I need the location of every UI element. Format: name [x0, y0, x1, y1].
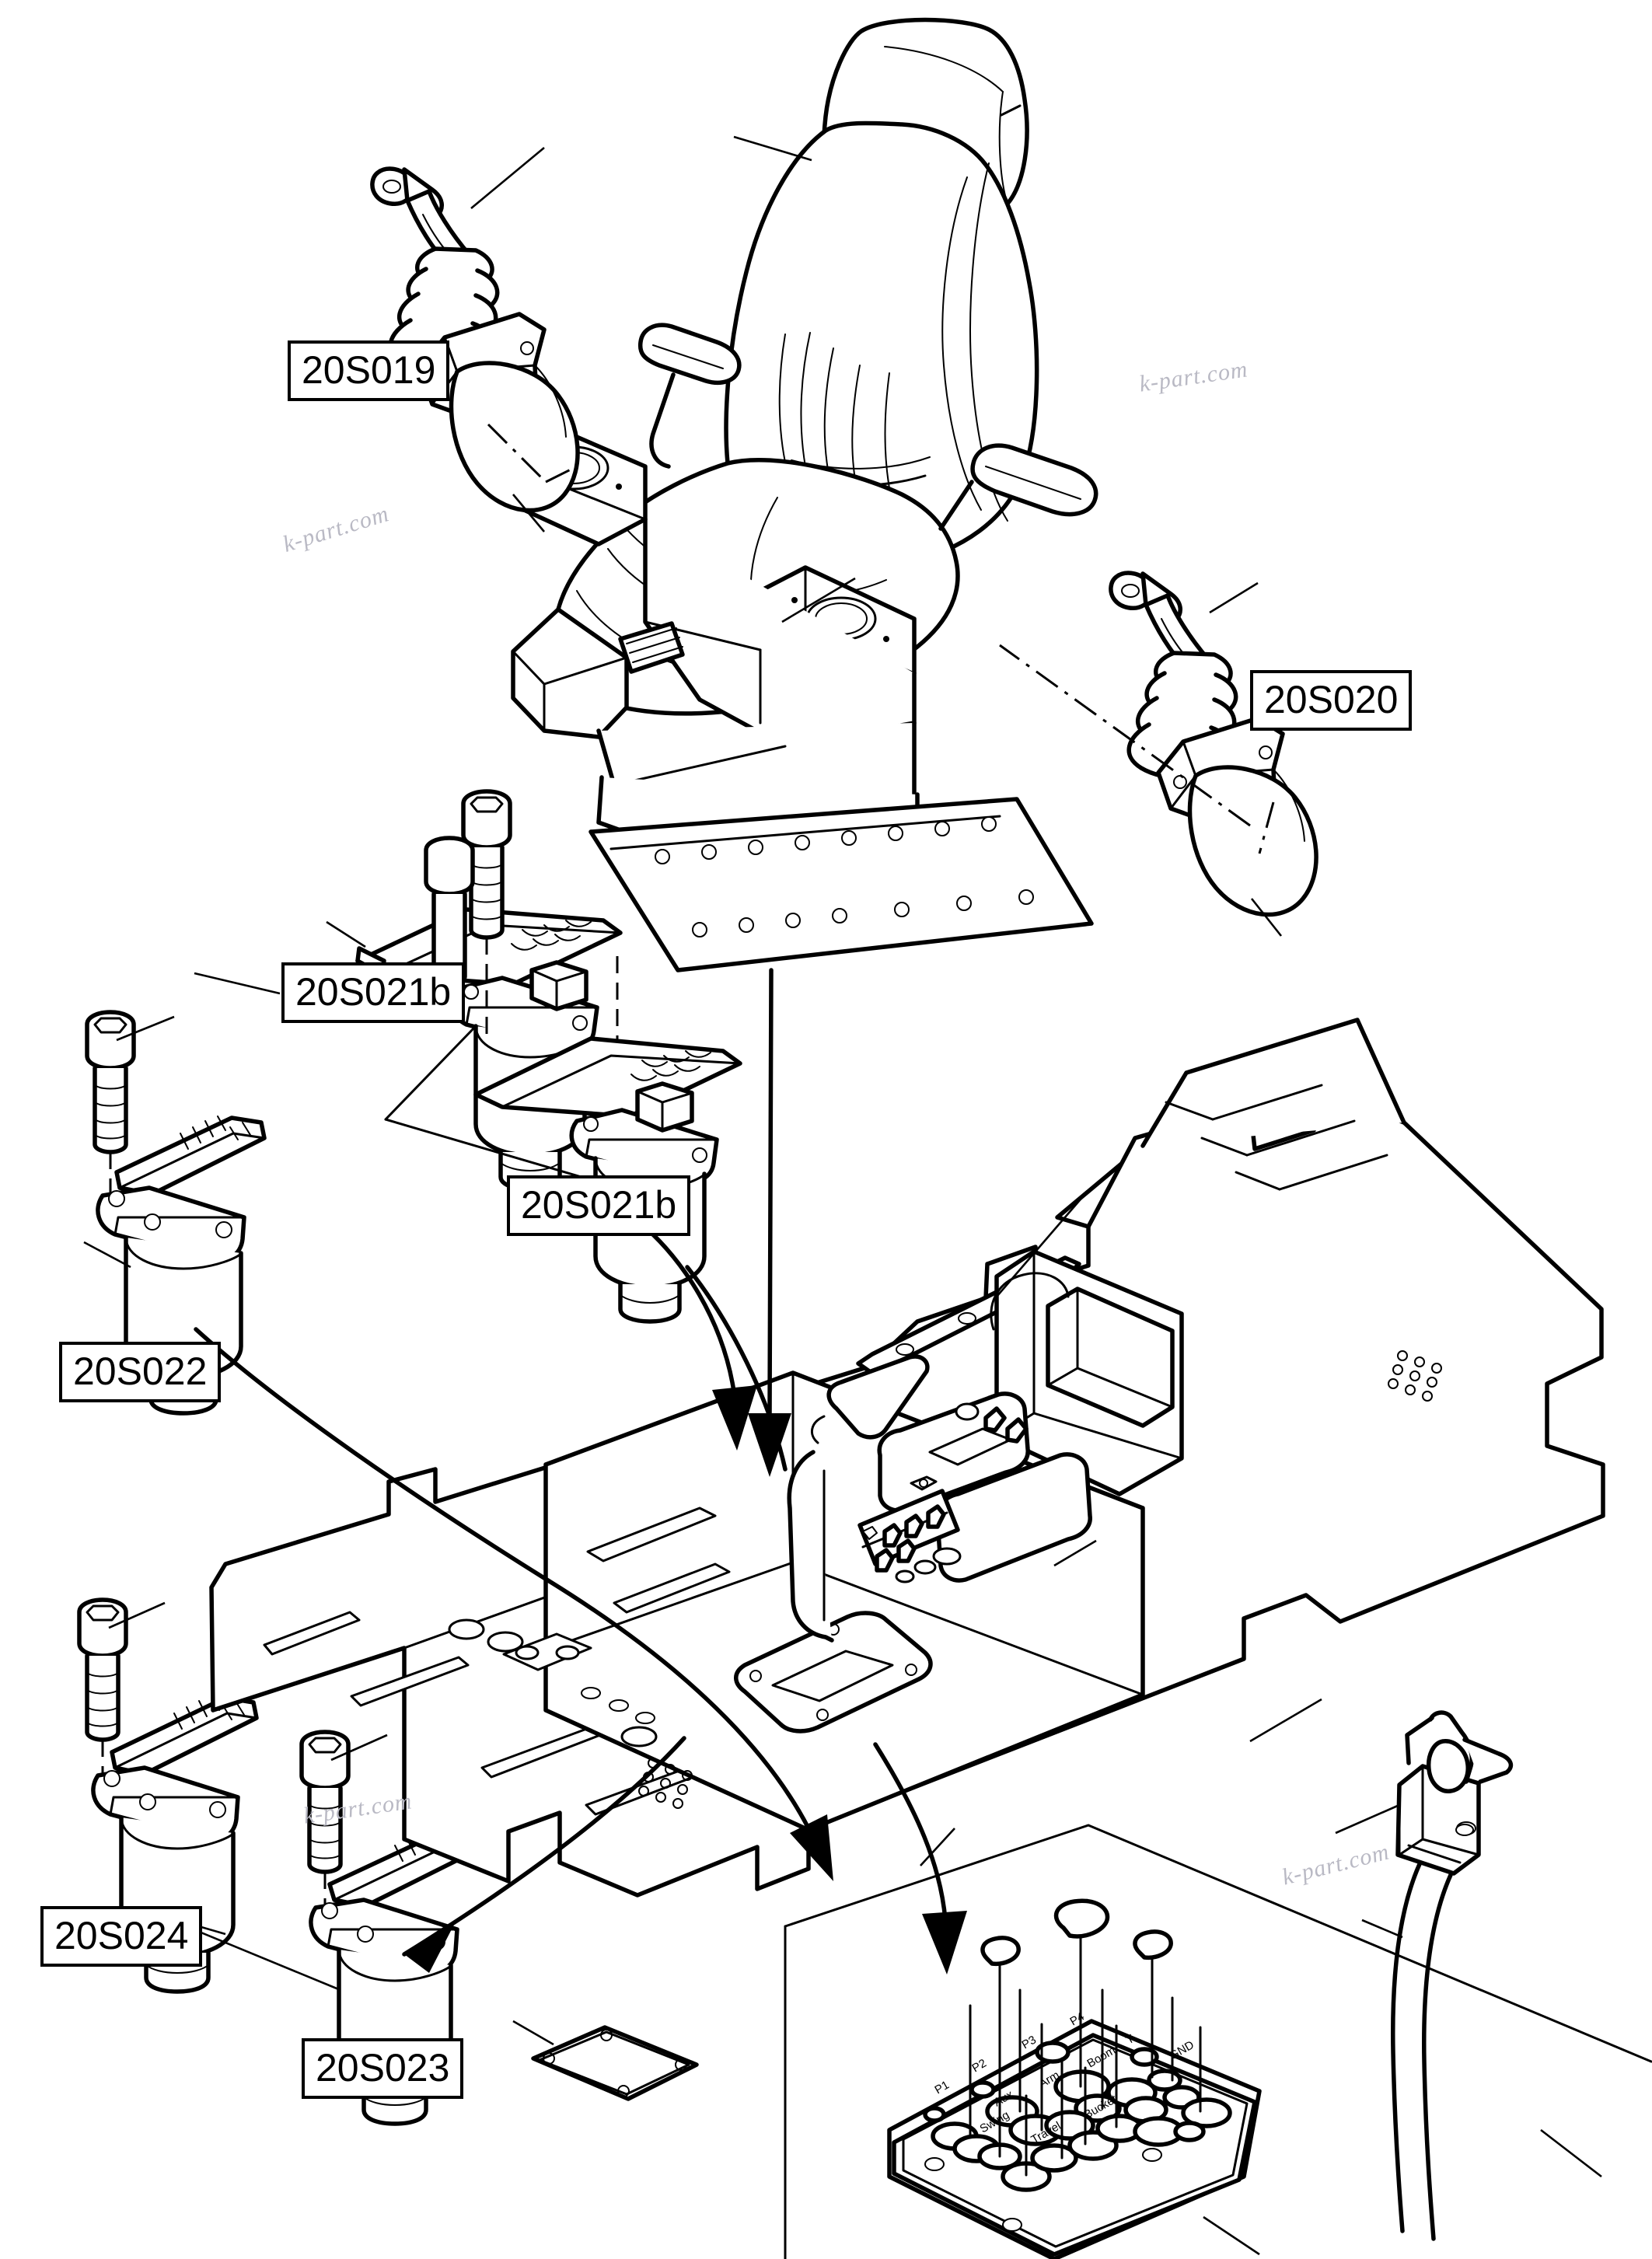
cap-screw-c [85, 1010, 175, 1220]
port-plugs [980, 1898, 1173, 1967]
assembly-arrows [194, 968, 967, 1974]
svg-text:P1: P1 [933, 2079, 952, 2097]
callout-20S023[interactable]: 20S023 [302, 2038, 464, 2099]
callout-20S020[interactable]: 20S020 [1250, 670, 1413, 731]
svg-text:P3: P3 [1020, 2034, 1039, 2052]
access-cover-plate [512, 2020, 699, 2101]
cap-screw-a [461, 789, 512, 1034]
svg-text:P4: P4 [1068, 2010, 1087, 2029]
right-joystick [999, 571, 1318, 937]
electrical-connector [1335, 1710, 1514, 2241]
right-control-console [787, 1195, 1184, 1643]
callout-20S022[interactable]: 20S022 [59, 1342, 222, 1402]
leader-lines [194, 920, 1322, 1743]
hydraulic-port-plate: P1 P2 P3 P4 T GND Aux Arm Boom Swing Tra… [784, 1824, 1652, 2259]
svg-text:P2: P2 [970, 2057, 989, 2076]
callout-20S019[interactable]: 20S019 [288, 340, 450, 401]
floor-mesh [638, 1350, 1442, 1809]
cap-screw-e [299, 1730, 388, 1936]
operator-seat [501, 17, 1098, 972]
callout-20S021b-right[interactable]: 20S021b [507, 1175, 691, 1236]
callout-20S021b-left[interactable]: 20S021b [281, 962, 466, 1023]
callout-20S024[interactable]: 20S024 [40, 1906, 203, 1967]
left-joystick [370, 146, 580, 532]
